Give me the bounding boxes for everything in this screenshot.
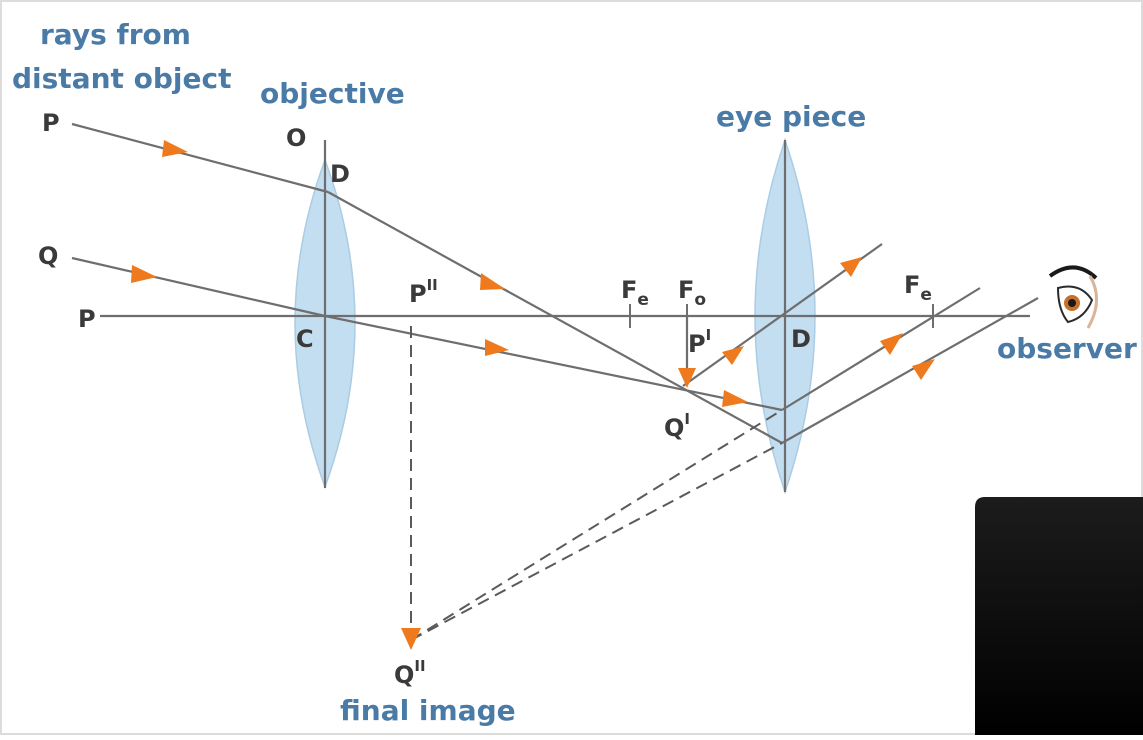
arrow-ray-q: [131, 265, 157, 283]
arrow-ray-p: [162, 140, 188, 157]
point-q-left: Q: [38, 242, 58, 270]
point-fe-right: Fe: [904, 271, 932, 305]
arrow-central-1: [722, 346, 744, 365]
point-q-prime: QI: [664, 410, 690, 442]
ray-p-incoming: [71, 122, 329, 194]
arrow-central-2: [840, 257, 862, 277]
arrow-ray-p-refracted: [480, 273, 505, 290]
arrow-emergent-2: [912, 359, 935, 380]
arrow-intermediate-image: [678, 368, 696, 388]
label-observer: observer: [997, 332, 1137, 365]
point-d-objective: D: [330, 160, 350, 188]
point-d-eyepiece: D: [791, 325, 811, 353]
arrow-emergent-1: [880, 333, 903, 355]
point-p-top: P: [42, 109, 60, 137]
observer-eye-icon: [1048, 265, 1098, 329]
point-q-double-prime: QII: [394, 657, 426, 689]
arrow-toward-eyepiece: [722, 390, 748, 407]
label-distant-object: distant object: [12, 62, 232, 95]
point-fe-left: Fe: [621, 276, 649, 310]
arrow-ray-q-refracted: [485, 339, 509, 356]
label-eye-piece: eye piece: [716, 100, 866, 133]
label-objective: objective: [260, 77, 405, 110]
label-final-image: final image: [340, 694, 516, 727]
ray-emergent-1: [781, 287, 981, 411]
point-fo: Fo: [678, 276, 706, 310]
virtual-ray-dashed-1: [410, 409, 783, 641]
arrow-final-image: [401, 628, 421, 650]
point-c: C: [296, 325, 314, 353]
point-p-prime: PI: [688, 326, 711, 358]
ray-q-refracted: [324, 314, 783, 412]
point-p-axis: P: [78, 305, 96, 333]
dark-corner-panel: [975, 497, 1143, 735]
point-p-double-prime: PII: [409, 276, 438, 308]
ray-q-incoming: [71, 256, 326, 318]
ray-p-refracted: [327, 191, 783, 444]
ray-emergent-2: [781, 297, 1039, 444]
virtual-ray-dashed-2: [410, 442, 783, 641]
label-rays-from: rays from: [40, 18, 191, 51]
point-o: O: [286, 124, 306, 152]
